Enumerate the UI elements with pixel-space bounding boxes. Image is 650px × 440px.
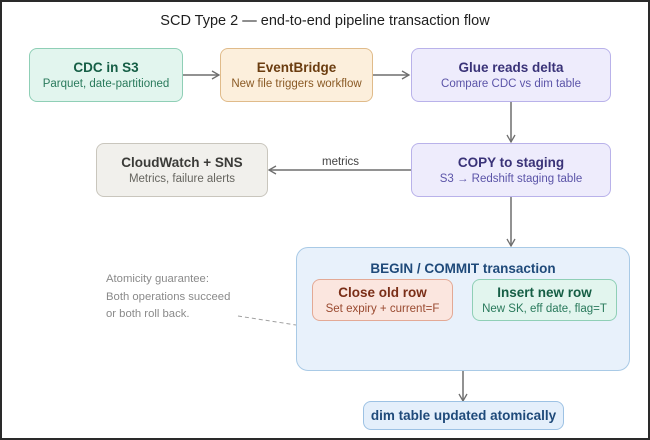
node-title: Glue reads delta	[458, 59, 564, 75]
transaction-title: BEGIN / COMMIT transaction	[370, 261, 556, 276]
node-insert-new-row[interactable]: Insert new row New SK, eff date, flag=T	[472, 279, 617, 321]
node-eventbridge[interactable]: EventBridge New file triggers workflow	[220, 48, 373, 102]
node-cloudwatch-sns[interactable]: CloudWatch + SNS Metrics, failure alerts	[96, 143, 268, 197]
node-subtitle: Set expiry + current=F	[325, 302, 440, 315]
annotation-line: Both operations succeed	[106, 290, 231, 303]
node-title: COPY to staging	[457, 154, 565, 170]
node-subtitle: Compare CDC vs dim table	[441, 77, 581, 90]
edge-label-metrics: metrics	[322, 156, 360, 168]
node-dim-table-updated[interactable]: dim table updated atomically	[363, 401, 564, 430]
node-title: CloudWatch + SNS	[121, 154, 243, 170]
node-glue-reads-delta[interactable]: Glue reads delta Compare CDC vs dim tabl…	[411, 48, 611, 102]
annotation-line: or both roll back.	[106, 308, 190, 320]
node-cdc-in-s3[interactable]: CDC in S3 Parquet, date-partitioned	[29, 48, 183, 102]
node-subtitle: New file triggers workflow	[231, 77, 362, 90]
atomicity-annotation: Atomicity guarantee: Both operations suc…	[106, 271, 230, 324]
node-title: dim table updated atomically	[370, 408, 557, 423]
node-subtitle: Parquet, date-partitioned	[42, 77, 170, 90]
node-title: CDC in S3	[73, 59, 139, 75]
node-close-old-row[interactable]: Close old row Set expiry + current=F	[312, 279, 453, 321]
node-title: EventBridge	[256, 59, 337, 75]
annotation-line: Atomicity guarantee:	[106, 273, 209, 285]
node-subtitle: S3 → Redshift staging table	[439, 172, 583, 185]
node-subtitle: New SK, eff date, flag=T	[482, 302, 607, 315]
annotation-connector	[237, 315, 297, 326]
node-subtitle: Metrics, failure alerts	[128, 172, 236, 185]
diagram-title: SCD Type 2 — end-to-end pipeline transac…	[160, 13, 490, 29]
node-title: Insert new row	[497, 284, 592, 300]
node-title: Close old row	[338, 284, 427, 300]
node-copy-to-staging[interactable]: COPY to staging S3 → Redshift staging ta…	[411, 143, 611, 197]
